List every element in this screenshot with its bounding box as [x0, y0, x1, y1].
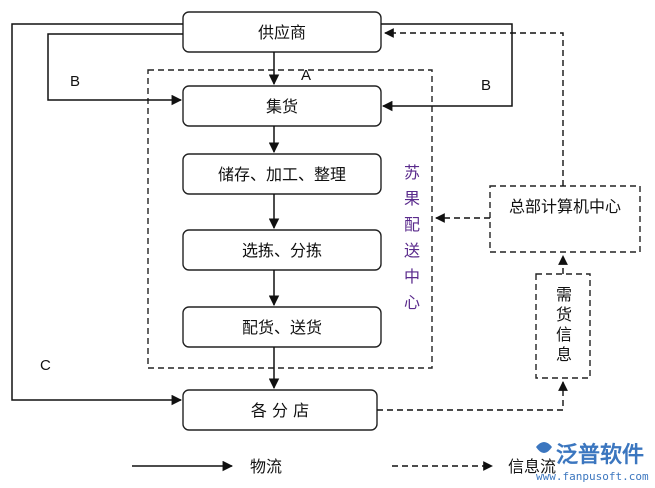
center-char-3: 送 [404, 241, 420, 260]
pick-node: 选拣、分拣 [182, 229, 382, 271]
center-char-2: 配 [404, 215, 420, 234]
stores-label: 各 分 店 [251, 401, 309, 420]
info-stores-demand [377, 381, 568, 411]
deliver-node: 配货、送货 [182, 306, 382, 348]
info-hq-supplier [384, 28, 564, 186]
demand-char-0: 需 [556, 285, 572, 304]
brand-logo-icon [536, 442, 552, 453]
center-char-1: 果 [404, 189, 420, 208]
demand-char-1: 货 [556, 305, 572, 324]
legend: 物流 信息流 [132, 457, 556, 476]
brand-watermark: 泛普软件 www.fanpusoft.com [536, 442, 649, 483]
route-label-c: C [40, 357, 51, 374]
center-char-5: 心 [404, 293, 420, 312]
demand-char-3: 息 [556, 345, 572, 364]
deliver-label: 配货、送货 [242, 318, 322, 337]
legend-info-label: 信息流 [508, 457, 556, 476]
logistics-arrows [11, 23, 513, 406]
collect-label: 集货 [266, 97, 298, 116]
supplier-node: 供应商 [182, 11, 382, 53]
watermark-url: www.fanpusoft.com [536, 470, 649, 483]
route-label-b-right: B [481, 77, 491, 94]
route-label-b-left: B [70, 73, 80, 90]
distribution-center-frame [147, 69, 433, 369]
demand-info-node: 需 货 信 息 [535, 273, 591, 379]
storage-label: 储存、加工、整理 [218, 165, 346, 184]
watermark-brand: 泛普软件 [556, 442, 644, 468]
stores-node: 各 分 店 [182, 389, 378, 431]
route-label-a: A [301, 67, 311, 84]
info-arrows [377, 28, 568, 411]
pick-label: 选拣、分拣 [242, 241, 322, 260]
storage-node: 储存、加工、整理 [182, 153, 382, 195]
center-char-0: 苏 [404, 163, 420, 182]
route-b-right [381, 23, 513, 112]
demand-char-2: 信 [556, 325, 572, 344]
legend-logistics-label: 物流 [250, 457, 282, 476]
distribution-center-label: 苏 果 配 送 中 心 [404, 163, 420, 312]
route-b-left [47, 33, 183, 106]
collect-node: 集货 [182, 85, 382, 127]
hq-node: 总部计算机中心 [489, 185, 641, 253]
center-char-4: 中 [404, 267, 420, 286]
supplier-label: 供应商 [258, 23, 306, 42]
route-c [11, 23, 183, 406]
hq-label: 总部计算机中心 [509, 197, 621, 216]
